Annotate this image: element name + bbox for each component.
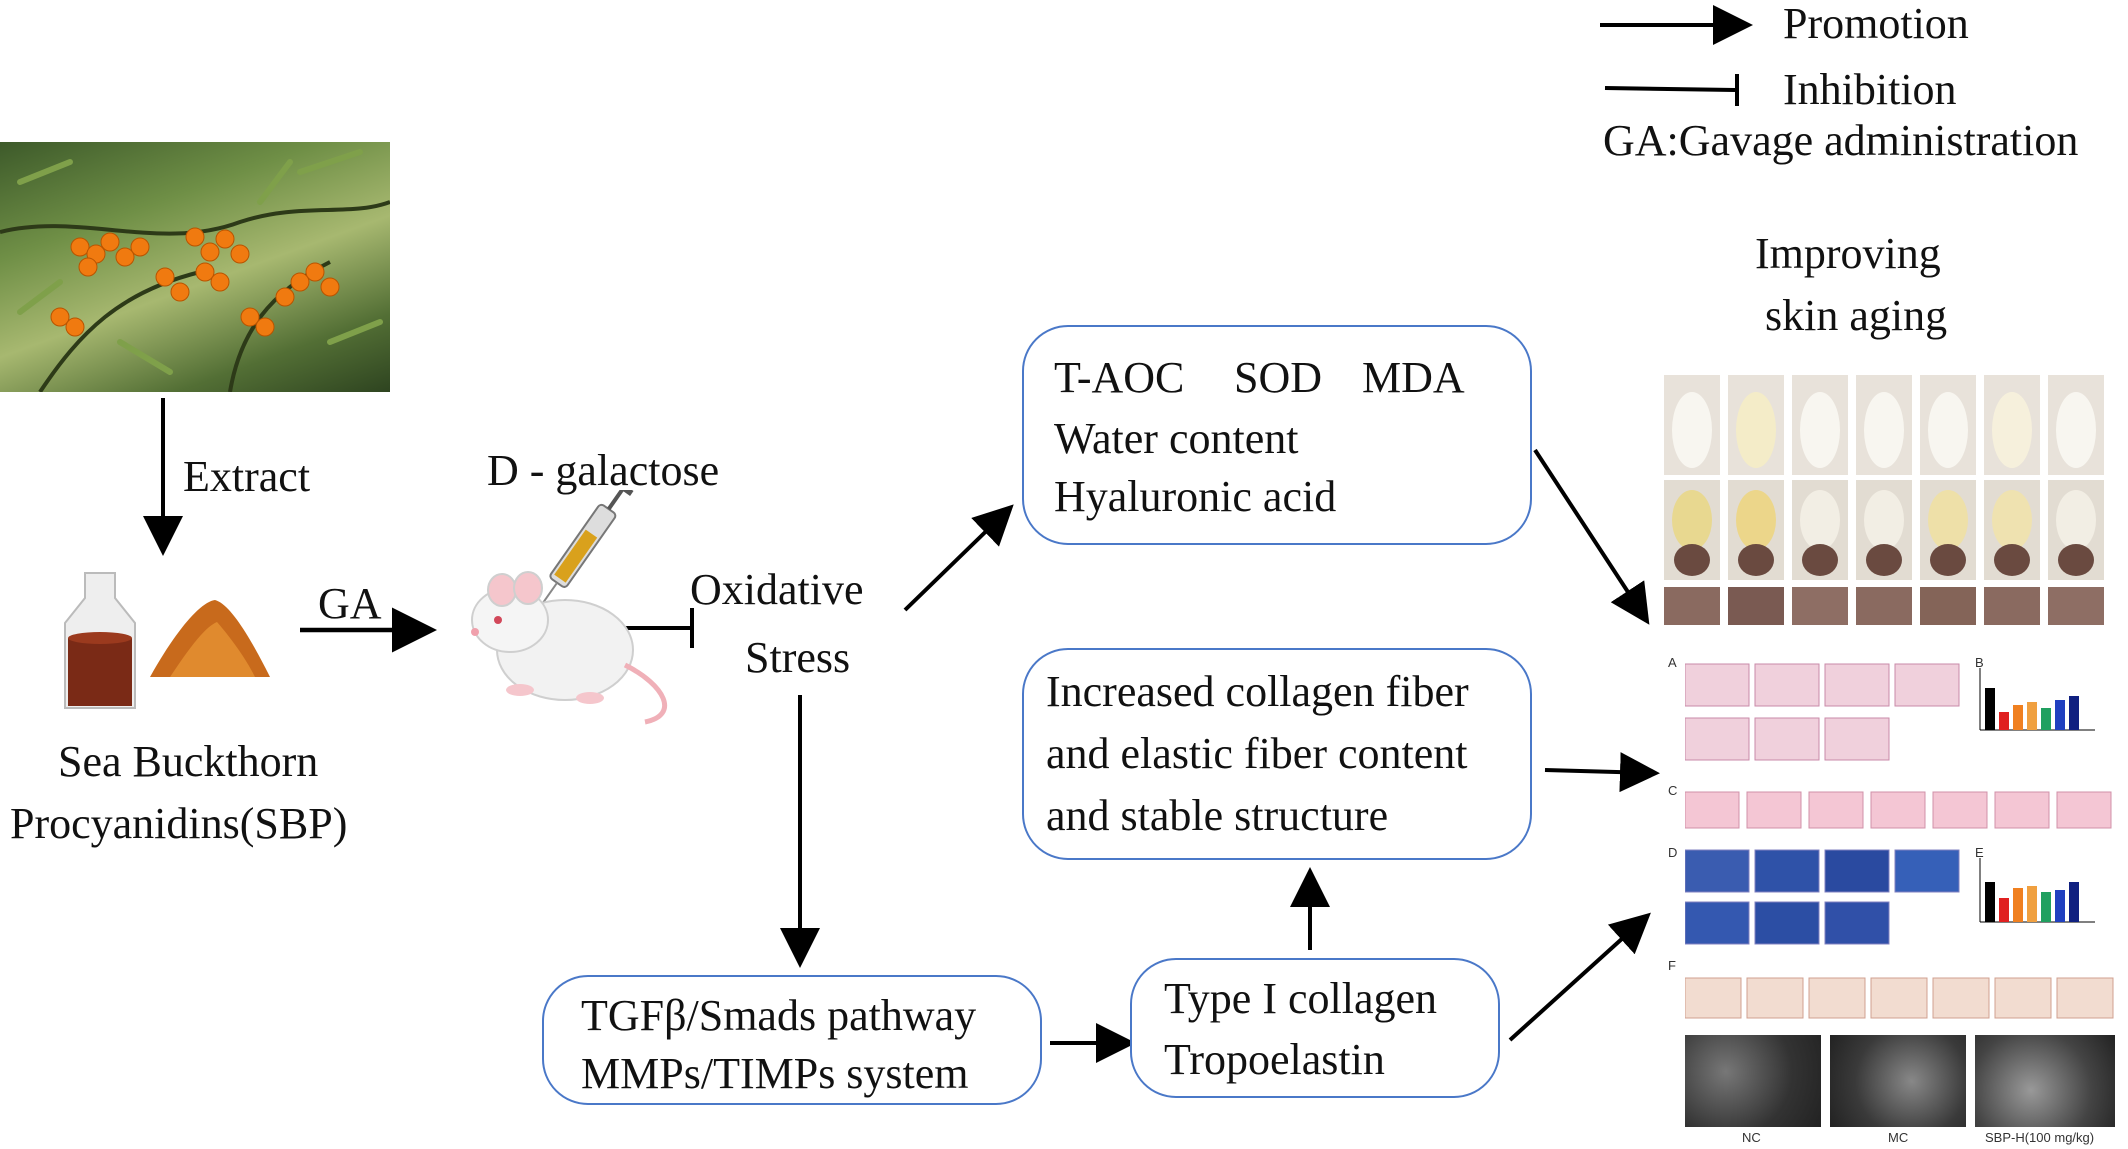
panel-b-label: B [1975, 655, 1984, 670]
markers-to-results-arrow [1533, 448, 1650, 625]
type1-box: Type I collagen Tropoelastin [1130, 958, 1500, 1098]
taoc-label: T-AOC [1054, 353, 1185, 402]
sbp-label-line2: Procyanidins(SBP) [10, 799, 348, 848]
oxidative-to-markers-arrow [903, 504, 1014, 612]
outcome-line1: Improving [1755, 229, 1941, 278]
histology-panels [1684, 660, 2128, 1040]
outcome-line2: skin aging [1765, 291, 1948, 340]
type1-to-results-arrow [1508, 912, 1651, 1042]
extract-label: Extract [183, 452, 311, 501]
collagen-line2: and elastic fiber content [1046, 729, 1468, 778]
panel-e-label: E [1975, 845, 1984, 860]
pathway-box: TGFβ/Smads pathway MMPs/TIMPs system [542, 975, 1042, 1105]
markers-box: T-AOC SOD MDA Water content Hyaluronic a… [1022, 325, 1532, 545]
sod-label: SOD [1234, 353, 1323, 402]
panel-f-label: F [1668, 958, 1676, 973]
legend-inhibition-label: Inhibition [1783, 65, 1957, 114]
hyaluronic-acid-label: Hyaluronic acid [1054, 472, 1337, 521]
legend-ga-definition: GA:Gavage administration [1603, 116, 2079, 165]
sbp-label-line1: Sea Buckthorn [58, 737, 319, 786]
d-galactose-label: D - galactose [487, 446, 720, 495]
panel-d-label: D [1668, 845, 1678, 860]
mouse-icon [440, 479, 690, 730]
sem-label-nc: NC [1742, 1130, 1761, 1145]
sbp-vial-icon [50, 568, 150, 718]
sem-image-sbp-h [1975, 1035, 2115, 1127]
legend-promotion-label: Promotion [1783, 0, 1969, 48]
collagen-line3: and stable structure [1046, 791, 1389, 840]
panel-c-label: C [1668, 783, 1678, 798]
pathway-line1: TGFβ/Smads pathway [581, 991, 977, 1040]
mouse-photo-grid [1660, 355, 2128, 627]
type1-line2: Tropoelastin [1164, 1035, 1385, 1084]
collagen-line1: Increased collagen fiber [1046, 667, 1469, 716]
collagen-to-results-arrow [1544, 752, 1660, 793]
type1-line1: Type I collagen [1164, 974, 1438, 1023]
sbp-powder-icon [145, 592, 275, 682]
sea-buckthorn-photo [0, 142, 390, 392]
stress-label: Stress [745, 633, 851, 682]
sem-image-nc [1685, 1035, 1821, 1127]
sem-image-mc [1830, 1035, 1966, 1127]
sem-label-mc: MC [1888, 1130, 1909, 1145]
panel-a-label: A [1668, 655, 1677, 670]
pathway-line2: MMPs/TIMPs system [581, 1049, 969, 1098]
water-content-label: Water content [1054, 414, 1299, 463]
sem-label-sbp-h: SBP-H(100 mg/kg) [1985, 1130, 2095, 1145]
ga-label: GA [318, 579, 382, 628]
mda-label: MDA [1362, 353, 1465, 402]
legend-inhibition-line [1604, 86, 1736, 92]
collagen-box: Increased collagen fiber and elastic fib… [1022, 648, 1532, 860]
oxidative-label: Oxidative [690, 565, 864, 614]
